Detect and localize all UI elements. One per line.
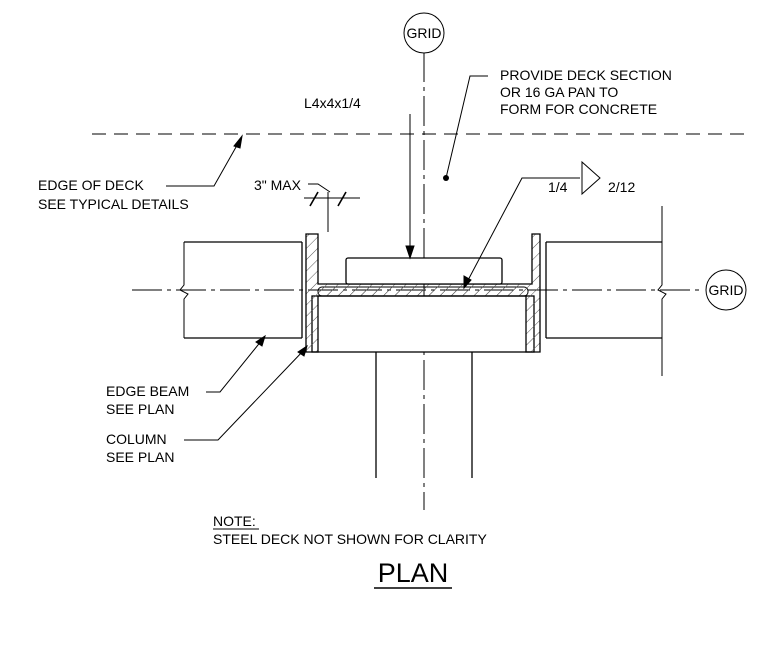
weld-symbol-flag [581, 160, 601, 196]
edge-beam-line-2: SEE PLAN [106, 401, 174, 417]
note-heading: NOTE: [213, 513, 256, 529]
edge-of-deck-line-2: SEE TYPICAL DETAILS [38, 196, 189, 212]
column-line-1: COLUMN [106, 431, 167, 447]
edge-beam-right [545, 206, 667, 376]
column-outline [375, 352, 473, 478]
deck-note-line-3: FORM FOR CONCRETE [500, 101, 657, 117]
deck-note-line-1: PROVIDE DECK SECTION [500, 67, 672, 83]
max-dimension-label: 3" MAX [254, 177, 302, 193]
weld-pitch-label: 2/12 [608, 179, 635, 195]
pour-stop-channel [305, 233, 541, 353]
leaders [166, 75, 580, 441]
cap-plate [311, 295, 535, 353]
deck-note-line-2: OR 16 GA PAN TO [500, 84, 618, 100]
grid-bubble-right: GRID [705, 269, 747, 311]
edge-of-deck-line-1: EDGE OF DECK [38, 177, 144, 193]
weld-size-label: 1/4 [548, 179, 568, 195]
edge-beam-left [179, 241, 303, 339]
note-text: STEEL DECK NOT SHOWN FOR CLARITY [213, 531, 487, 547]
grid-top-label: GRID [407, 25, 442, 41]
angle-label: L4x4x1/4 [304, 95, 361, 111]
grid-bubble-top: GRID [403, 12, 445, 54]
grid-right-label: GRID [709, 282, 744, 298]
edge-beam-line-1: EDGE BEAM [106, 383, 189, 399]
column-line-2: SEE PLAN [106, 449, 174, 465]
plan-title: PLAN [378, 558, 449, 588]
angle-l4x4 [345, 257, 503, 285]
